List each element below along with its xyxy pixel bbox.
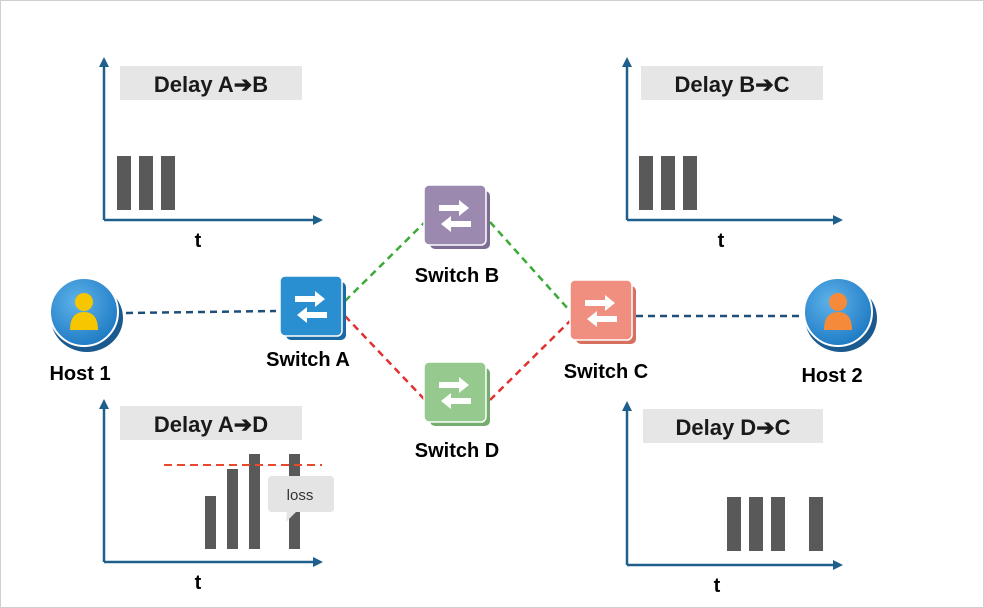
x-axis-label: t: [718, 230, 725, 252]
switch-a-body: [279, 275, 343, 337]
delay-bar: [661, 156, 675, 210]
x-axis-label: t: [714, 575, 721, 597]
link-host1-switch-a: [125, 309, 277, 315]
host-2-label: Host 2: [801, 365, 862, 387]
switch-b-body: [423, 184, 487, 246]
delay-bar: [727, 497, 741, 551]
host-1-label: Host 1: [49, 363, 110, 385]
switch-a[interactable]: [279, 275, 346, 340]
switch-c-label: Switch C: [564, 361, 648, 383]
chart-title-box: [643, 409, 823, 443]
host-1-head: [75, 293, 93, 311]
switch-d-label: Switch D: [415, 440, 499, 462]
delay-bar: [749, 497, 763, 551]
switch-b-label: Switch B: [415, 265, 499, 287]
chart-title-box: [120, 66, 302, 100]
host-2-head: [829, 293, 847, 311]
chart-delay-ad: Delay A➔D t loss: [99, 399, 334, 594]
link-switch-a-switch-d: [344, 315, 426, 401]
loss-callout: loss: [268, 476, 334, 522]
host-2-body: [824, 312, 852, 330]
switch-b[interactable]: [423, 184, 490, 249]
host-1[interactable]: [49, 277, 123, 352]
switch-d-body: [423, 361, 487, 423]
links: [125, 221, 806, 401]
chart-delay-dc: Delay D➔C t: [622, 401, 843, 597]
delay-bar: [809, 497, 823, 551]
user-icon: [70, 293, 98, 330]
delay-bar: [117, 156, 131, 210]
switch-c[interactable]: [569, 279, 636, 344]
chart-title: Delay B➔C: [674, 72, 789, 97]
chart-delay-ab: Delay A➔B t: [99, 57, 323, 252]
delay-bar: [205, 496, 216, 549]
loss-label: loss: [287, 487, 314, 504]
x-axis-label: t: [195, 230, 202, 252]
chart-title-box: [120, 406, 302, 440]
link-switch-a-switch-b: [344, 221, 426, 302]
chart-title-box: [641, 66, 823, 100]
chart-title: Delay A➔D: [154, 412, 268, 437]
chart-title: Delay A➔B: [154, 72, 268, 97]
switch-d[interactable]: [423, 361, 490, 426]
delay-bar: [771, 497, 785, 551]
delay-bar: [683, 156, 697, 210]
chart-title: Delay D➔C: [675, 415, 790, 440]
switch-c-body: [569, 279, 633, 341]
user-icon: [824, 293, 852, 330]
host-2[interactable]: [803, 277, 877, 352]
x-axis-label: t: [195, 572, 202, 594]
delay-bar: [161, 156, 175, 210]
delay-bar: [639, 156, 653, 210]
host-1-body: [70, 312, 98, 330]
delay-bar: [139, 156, 153, 210]
delay-bar: [227, 469, 238, 549]
link-switch-d-switch-c: [489, 320, 571, 401]
chart-delay-bc: Delay B➔C t: [622, 57, 843, 252]
link-switch-b-switch-c: [489, 221, 571, 312]
delay-bar: [249, 454, 260, 549]
switch-a-label: Switch A: [266, 349, 350, 371]
